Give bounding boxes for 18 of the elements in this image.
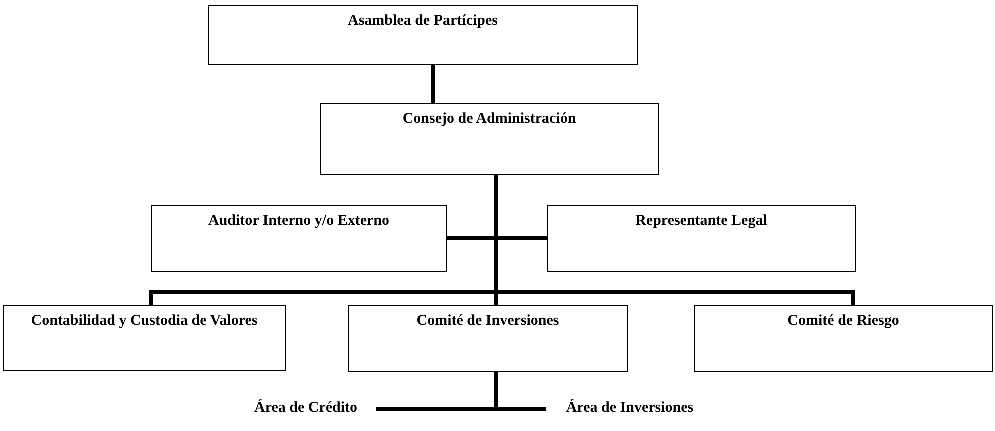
org-box: [3, 305, 286, 371]
box-title: Comité de Inversiones: [416, 312, 560, 330]
org-box: [320, 103, 659, 175]
unit-label: Área de Inversiones: [546, 399, 714, 417]
connector-line: [431, 65, 435, 103]
box-title: Representante Legal: [634, 212, 768, 230]
unit-label: Área de Crédito: [236, 399, 376, 417]
connector-line: [494, 175, 855, 305]
org-box: [208, 5, 638, 65]
org-box: [151, 205, 447, 272]
box-title: Consejo de Administración: [402, 110, 578, 128]
org-box: [348, 305, 628, 372]
box-title: Asamblea de Partícipes: [347, 12, 499, 30]
box-title: Auditor Interno y/o Externo: [208, 212, 390, 230]
box-title: Contabilidad y Custodia de Valores: [30, 312, 259, 330]
box-title: Comité de Riesgo: [786, 312, 900, 330]
org-box: [547, 205, 856, 272]
org-box: [694, 305, 993, 372]
